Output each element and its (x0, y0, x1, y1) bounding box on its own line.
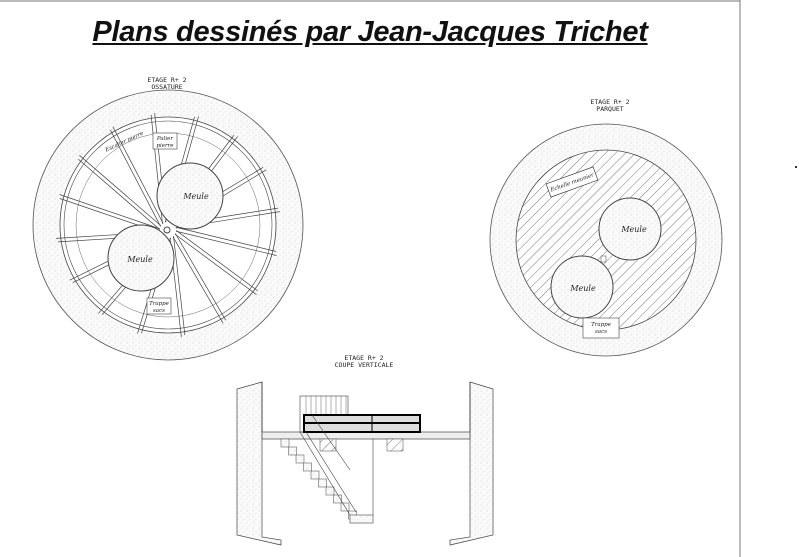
dot-mark (795, 166, 797, 168)
trappe-label: Trappe (149, 301, 170, 307)
meule-label: Meule (620, 225, 647, 234)
axle-icon (163, 226, 171, 234)
floor-beam (261, 431, 471, 440)
plan-ossature: ETAGE R+ 2 OSSATURE Meule Meule Escalier… (32, 76, 304, 361)
axle-icon (600, 255, 607, 263)
wall-right (449, 381, 494, 546)
wall-left (236, 381, 282, 546)
meule-circle (107, 224, 175, 292)
stair-step (325, 486, 335, 496)
joist-line (173, 236, 186, 336)
meule-label: Meule (126, 255, 153, 264)
ossature-heading-2: OSSATURE (151, 83, 182, 91)
meule-label: Meule (569, 284, 596, 293)
meule-label: Meule (182, 192, 209, 201)
staircase (280, 414, 357, 520)
page-title: Plans dessinés par Jean-Jacques Trichet (92, 16, 648, 48)
joist-line (175, 233, 227, 321)
stair-stringer (311, 414, 351, 471)
ossature-heading-1: ETAGE R+ 2 (147, 76, 186, 84)
trappe-label: sacs (153, 308, 165, 314)
trappe-label: sacs (595, 329, 607, 335)
stair-step (288, 446, 297, 456)
meule-circle (156, 162, 224, 230)
joist-line (176, 230, 258, 292)
parquet-heading-2: PARQUET (596, 105, 623, 113)
palier-label: Palier (156, 136, 174, 142)
stair-step (303, 462, 312, 472)
palier-label: pierre (156, 143, 174, 149)
stair-step (333, 494, 342, 504)
joist-line (112, 126, 164, 224)
meule-circle (550, 255, 614, 319)
trappe-label: Trappe (591, 322, 612, 328)
section-coupe: ETAGE R+ 2 COUPE VERTICALE (236, 354, 494, 546)
joist-line (79, 155, 162, 226)
plan-parquet: Meule Meule Echelle meunier Trappe sacs … (489, 98, 723, 357)
inner-wall (59, 116, 277, 334)
stair-step (318, 478, 327, 488)
coupe-heading-2: COUPE VERTICALE (335, 361, 394, 369)
stair-step (295, 454, 305, 464)
joist-line (59, 194, 160, 230)
joist-line (109, 129, 161, 227)
stair-stringer (305, 431, 357, 513)
stair-stringer (299, 431, 351, 516)
stair-step (310, 470, 320, 480)
joist-line (174, 233, 257, 295)
joist-line (176, 230, 277, 256)
joist-line (78, 158, 160, 230)
joist-line (172, 236, 224, 324)
joist-line (175, 226, 277, 252)
coupe-heading-1: ETAGE R+ 2 (344, 354, 383, 362)
stair-step (280, 438, 290, 448)
parquet-heading-1: ETAGE R+ 2 (590, 98, 629, 106)
meule-circle (598, 197, 662, 261)
